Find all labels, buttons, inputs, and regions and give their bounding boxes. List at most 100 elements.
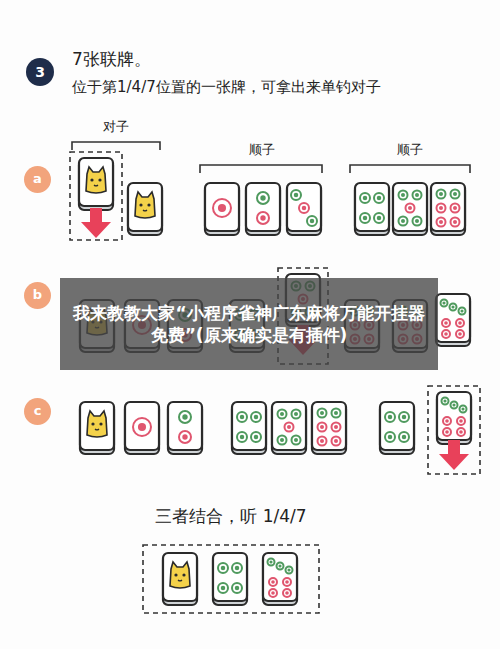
mahjong-tile <box>380 402 414 454</box>
tile-dot <box>437 204 446 213</box>
tile-part <box>263 553 297 601</box>
tile-part <box>221 566 226 571</box>
bracket <box>72 142 160 150</box>
mahjong-tile <box>287 183 321 235</box>
tile-part <box>287 183 321 231</box>
tile-part <box>235 586 240 591</box>
tile-dot <box>442 319 450 327</box>
tile-part <box>218 204 226 212</box>
mahjong-tile <box>168 402 202 454</box>
badge-text: 3 <box>35 63 45 81</box>
tile-dot <box>251 432 261 442</box>
tile-part <box>174 573 177 576</box>
tile-dot <box>399 412 409 422</box>
tile-part <box>260 215 265 220</box>
tile-dot <box>218 583 228 593</box>
tile-dot <box>299 203 309 213</box>
mahjong-tile <box>246 183 280 235</box>
tile-part <box>320 411 324 415</box>
tile-dot <box>451 402 458 409</box>
tile-part <box>240 435 245 440</box>
tile-dot <box>269 578 277 586</box>
tile-part <box>453 206 457 210</box>
tile-dot <box>385 432 395 442</box>
tile-part <box>393 183 427 231</box>
mahjong-tile <box>263 553 297 605</box>
tile-part <box>445 419 449 423</box>
tile-part <box>401 219 405 223</box>
tile-part <box>377 216 382 221</box>
tile-part <box>443 399 446 402</box>
tile-part <box>415 193 419 197</box>
tile-dot <box>277 563 284 570</box>
tile-part <box>285 591 289 595</box>
tile-part <box>143 210 147 211</box>
tile-dot <box>237 432 247 442</box>
tile-dot <box>133 418 151 436</box>
bracket <box>350 165 470 173</box>
case-badge: a <box>24 166 51 193</box>
tile-dot <box>399 432 409 442</box>
tile-part <box>91 422 94 425</box>
tile-part <box>439 220 443 224</box>
dashed-frame <box>143 545 319 613</box>
case-badge: b <box>24 282 51 309</box>
tile-part <box>182 434 187 439</box>
tile-part <box>320 439 324 443</box>
tile-dot <box>318 437 327 446</box>
bracket <box>200 165 322 173</box>
tile-dot <box>257 212 269 224</box>
tile-dot <box>399 191 408 200</box>
tile-dot <box>450 304 457 311</box>
tile-dot <box>374 213 384 223</box>
mahjong-tile <box>436 294 470 346</box>
tile-part <box>90 178 93 181</box>
tile-part <box>431 183 465 231</box>
tile-dot <box>451 204 460 213</box>
tile-dot <box>179 431 191 443</box>
tile-part <box>205 183 239 231</box>
tile-dot <box>283 589 291 597</box>
tile-part <box>79 158 113 206</box>
mahjong-tile <box>163 553 197 605</box>
badge-text: a <box>33 171 42 188</box>
tile-part <box>246 183 280 231</box>
tile-part <box>451 305 454 308</box>
tile-part <box>168 402 202 450</box>
tile-dot <box>251 412 261 422</box>
tile-part <box>459 419 463 423</box>
tile-dot <box>213 199 231 217</box>
heading: 7张联牌。 <box>72 48 151 71</box>
tile-part <box>388 435 393 440</box>
tile-part <box>442 301 445 304</box>
tile-part <box>408 206 412 210</box>
tile-dot <box>457 417 465 425</box>
mahjong-tile <box>431 183 465 235</box>
tile-part <box>94 185 98 186</box>
tile-dot <box>360 213 370 223</box>
cat-face <box>135 192 155 218</box>
tile-dot <box>232 563 242 573</box>
tile-dot <box>318 423 327 432</box>
tile-part <box>402 435 407 440</box>
tile-dot <box>318 409 327 418</box>
tile-dot <box>307 216 317 226</box>
down-arrow <box>81 208 111 238</box>
mahjong-tile <box>437 392 471 444</box>
tile-part <box>458 321 462 325</box>
tile-dot <box>278 436 287 445</box>
tile-part <box>125 402 159 450</box>
cat-face <box>87 411 107 437</box>
tile-part <box>461 407 464 410</box>
tile-part <box>458 332 462 336</box>
tile-dot <box>292 410 301 419</box>
step-number: 3 <box>26 58 54 86</box>
tile-part <box>415 219 419 223</box>
tile-part <box>254 435 259 440</box>
tile-dot <box>268 559 275 566</box>
tile-part <box>139 203 142 206</box>
tile-part <box>128 183 162 231</box>
tile-dot <box>374 193 384 203</box>
tile-part <box>437 392 471 440</box>
tile-dot <box>292 436 301 445</box>
